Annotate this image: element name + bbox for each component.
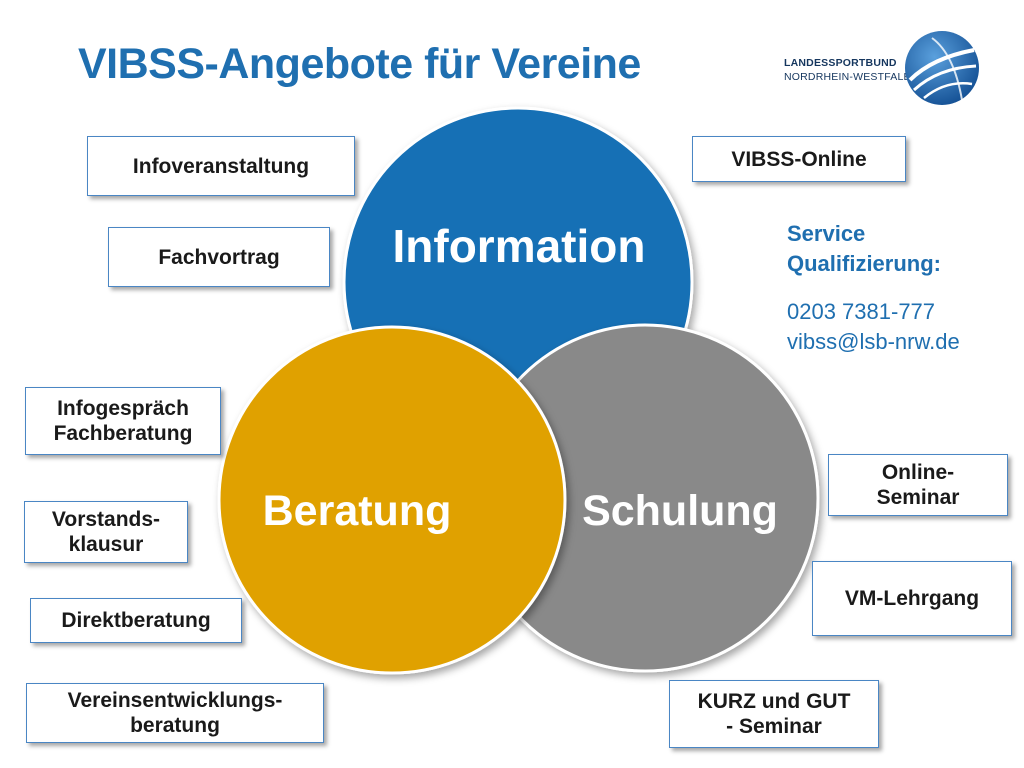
online-seminar-box: Online- Seminar (828, 454, 1008, 516)
lsb-globe-icon (905, 31, 979, 105)
infoveranstaltung-box: Infoveranstaltung (87, 136, 355, 196)
fachvortrag-box: Fachvortrag (108, 227, 330, 287)
logo-line-2: NORDRHEIN-WESTFALEN (784, 71, 919, 83)
contact-email-link[interactable]: vibss@lsb-nrw.de (787, 329, 960, 354)
beratung-label: Beratung (263, 487, 452, 535)
contact-heading-2: Qualifizierung: (787, 251, 941, 276)
kurz-und-gut-box: KURZ und GUT - Seminar (669, 680, 879, 748)
vereinsentwicklung-box: Vereinsentwicklungs- beratung (26, 683, 324, 743)
logo-line-1: LANDESSPORTBUND (784, 57, 897, 69)
service-contact: Service Qualifizierung: (787, 219, 941, 279)
information-label: Information (393, 220, 646, 272)
vorstandsklausur-box: Vorstands- klausur (24, 501, 188, 563)
infogespraech-box: Infogespräch Fachberatung (25, 387, 221, 455)
vm-lehrgang-box: VM-Lehrgang (812, 561, 1012, 636)
beratung-circle (217, 325, 567, 675)
schulung-label: Schulung (582, 487, 778, 535)
page-title: VIBSS-Angebote für Vereine (78, 40, 641, 88)
logo-text: LANDESSPORTBUND NORDRHEIN-WESTFALEN (784, 56, 919, 84)
vibss-online-box: VIBSS-Online (692, 136, 906, 182)
direktberatung-box: Direktberatung (30, 598, 242, 643)
landessportbund-logo: LANDESSPORTBUND NORDRHEIN-WESTFALEN (784, 28, 984, 108)
contact-details: 0203 7381-777 vibss@lsb-nrw.de (787, 297, 960, 357)
contact-phone: 0203 7381-777 (787, 299, 936, 324)
contact-heading-1: Service (787, 221, 866, 246)
